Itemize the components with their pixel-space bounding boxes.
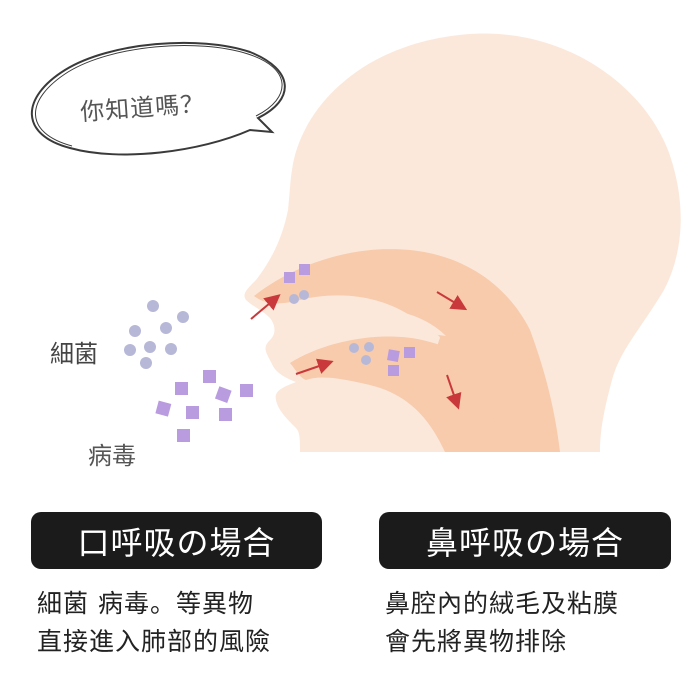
description-line: 細菌 病毒。等異物 [37,589,254,618]
palate [270,310,446,358]
nose-breathing-description: 鼻腔內的絨毛及粘膜 會先將異物排除 [385,585,619,661]
bacteria-cluster [124,300,189,369]
virus-label: 病毒 [88,442,136,470]
speech-bubble [30,41,286,156]
mouth-breathing-title: 口呼吸の場合 [31,512,322,569]
mouth-breathing-description: 細菌 病毒。等異物 直接進入肺部的風險 [37,585,271,661]
arrow-icon [446,374,462,410]
virus-cluster [155,370,253,442]
description-line: 直接進入肺部的風險 [37,627,272,656]
bacteria-label: 細菌 [50,340,98,368]
oral-airway [290,336,505,452]
nose-breathing-title: 鼻呼吸の場合 [379,512,671,569]
oral-particles [349,342,415,376]
arrow-icon [436,291,468,311]
arrow-icon [295,358,334,375]
airflow-arrows [250,291,468,410]
nasal-particles [284,264,310,304]
arrow-icon [250,294,281,320]
description-line: 會先將異物排除 [385,627,568,656]
description-line: 鼻腔內的絨毛及粘膜 [385,589,620,618]
